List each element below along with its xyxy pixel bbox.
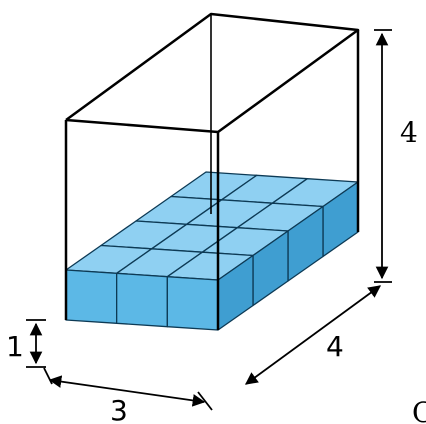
- height-dimension: 4: [374, 29, 418, 283]
- corner-text: C: [412, 396, 426, 424]
- cube-front-face: [65, 269, 118, 324]
- cube-height-dimension: 1: [6, 319, 46, 368]
- width-label: 3: [110, 394, 128, 424]
- width-arrow: [48, 375, 206, 407]
- cube-front-face: [166, 276, 219, 331]
- height-label: 4: [400, 116, 418, 149]
- cube-front-face: [116, 272, 168, 328]
- depth-arrow: [244, 285, 382, 385]
- prism-top-face: [65, 12, 360, 134]
- depth-dimension: 4: [244, 285, 382, 385]
- width-tick-left: [43, 367, 53, 385]
- prism-frame: [64, 12, 360, 330]
- unit-cube-layer: [65, 171, 359, 331]
- cube-height-label: 1: [6, 330, 24, 363]
- depth-label: 4: [326, 330, 344, 363]
- width-dimension: 3: [43, 367, 213, 424]
